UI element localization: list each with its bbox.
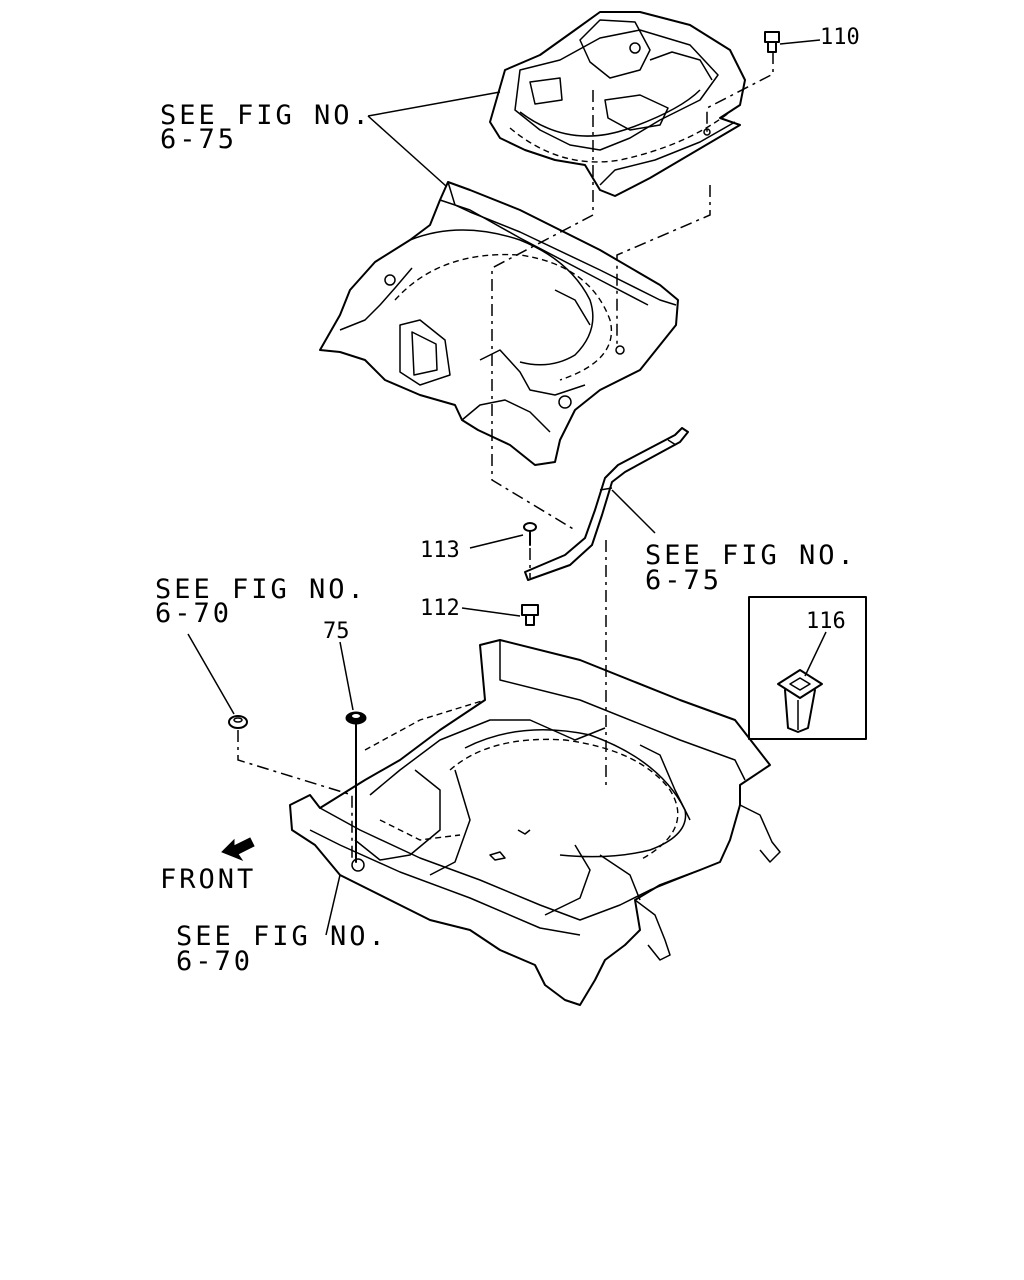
grommet-75 — [339, 641, 367, 863]
callout-112: 112 — [420, 596, 460, 621]
callout-116: 116 — [806, 609, 846, 634]
bolt-110 — [764, 31, 821, 53]
see-fig-top-line1: SEE FIG NO. — [160, 100, 372, 131]
see-fig-bottom-line2: 6-70 — [176, 946, 253, 977]
screw-113 — [469, 522, 537, 549]
rear-floor-panel — [319, 181, 679, 466]
reference-leaders — [325, 91, 656, 936]
front-label: FRONT — [160, 864, 256, 895]
see-fig-mid-line2: 6-75 — [645, 565, 722, 596]
top-cover-panel — [489, 11, 746, 197]
see-fig-left-line1: SEE FIG NO. — [155, 574, 367, 605]
support-bracket — [524, 427, 689, 581]
see-fig-left-line2: 6-70 — [155, 598, 232, 629]
clip-112 — [461, 604, 539, 626]
see-fig-mid-line1: SEE FIG NO. — [645, 540, 857, 571]
front-arrow-icon — [221, 837, 255, 862]
detail-inset-116 — [748, 596, 867, 740]
callout-113: 113 — [420, 538, 460, 563]
left-grommet — [187, 633, 248, 729]
see-fig-bottom-line1: SEE FIG NO. — [176, 921, 388, 952]
lower-floor-panel — [289, 639, 781, 1006]
see-fig-top-line2: 6-75 — [160, 124, 237, 155]
callout-110: 110 — [820, 25, 860, 50]
assembly-guide-lines — [491, 90, 711, 788]
callout-75: 75 — [323, 619, 350, 644]
